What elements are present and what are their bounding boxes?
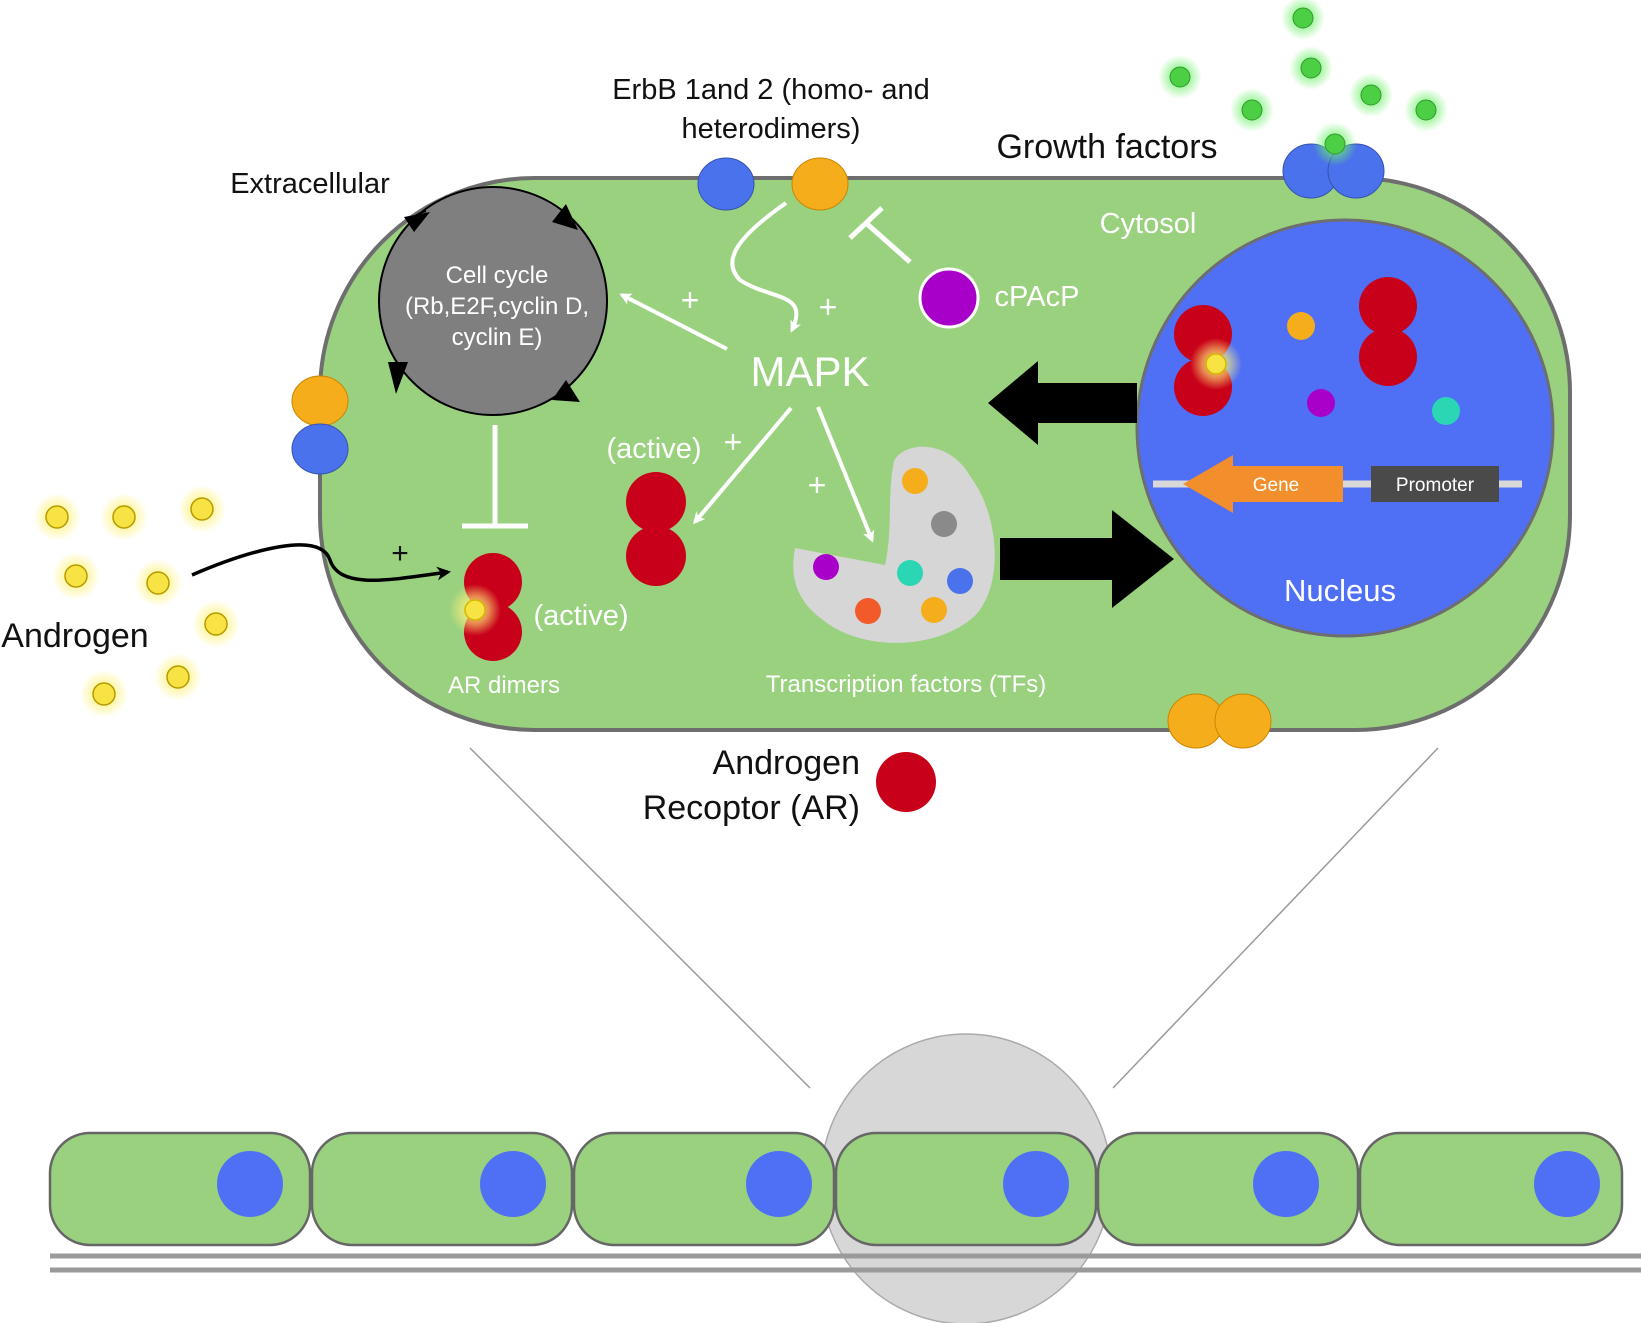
nuclear-ar-dimer-2-bottom — [1359, 328, 1417, 386]
active-ar-dimer-top — [626, 472, 686, 532]
cpacp-label: cPAcP — [995, 281, 1080, 313]
nuclear-ar-dimer-2-top — [1359, 277, 1417, 335]
left-receptor-orange — [291, 375, 349, 427]
bound-androgen — [464, 599, 486, 621]
plus-sign-androgen: + — [391, 537, 409, 570]
plus-sign-cell-cycle: + — [681, 282, 700, 318]
gene-arrow — [1183, 455, 1343, 513]
promoter-label: Promoter — [1396, 475, 1475, 496]
nuclear-particle-purple — [1307, 389, 1335, 417]
active-dimer-label: (active) — [533, 600, 628, 632]
mapk-label: MAPK — [750, 348, 869, 395]
active-ar-dimer-bottom — [626, 526, 686, 586]
nuclear-androgen — [1205, 353, 1227, 375]
ar-dimers-label: AR dimers — [448, 672, 560, 699]
mapk-arrows — [619, 201, 875, 543]
cpacp-molecule — [918, 267, 980, 329]
epithelial-cell-nucleus — [1003, 1151, 1069, 1217]
erbb-label-line1: ErbB 1and 2 (homo- and — [612, 74, 930, 106]
cell-cycle-label-line3: cyclin E) — [452, 324, 543, 351]
growth-factors-label: Growth factors — [996, 128, 1217, 166]
tf-particle-gray — [931, 511, 957, 537]
epithelial-cell — [1096, 1131, 1360, 1247]
cell-cycle-label-line2: (Rb,E2F,cyclin D, — [405, 293, 589, 320]
androgen-label: Androgen — [1, 617, 148, 655]
ar-legend-label-line1: Androgen — [713, 744, 860, 782]
growth-factor-particles — [1158, 0, 1448, 166]
gene-label: Gene — [1253, 475, 1299, 496]
cell-cycle-circle — [378, 186, 608, 416]
tissue-strip — [48, 1033, 1641, 1323]
cell-cycle-label-line1: Cell cycle — [446, 262, 549, 289]
erbb-receptor-blue-top — [697, 157, 755, 211]
active-ar-label: (active) — [606, 433, 701, 465]
androgen-entry-arrow — [191, 543, 451, 582]
extracellular-label: Extracellular — [230, 168, 390, 200]
tf-particle-orange-2 — [921, 597, 947, 623]
erbb-label-line2: heterodimers) — [682, 113, 861, 145]
tf-panel — [793, 446, 995, 643]
mapk-to-cell-cycle-arrow — [619, 293, 728, 351]
zoom-guide-line-left — [469, 747, 811, 1089]
tf-particle-orange-red — [855, 598, 881, 624]
cpacp-inhibits-erbb — [848, 206, 912, 264]
cycle-arrowhead-top-left — [404, 212, 430, 232]
epithelial-cell-nucleus — [217, 1151, 283, 1217]
cycle-arrowhead-bottom-left — [388, 362, 408, 394]
ar-legend-molecule — [876, 752, 936, 812]
bottom-receptor-orange-right — [1214, 693, 1272, 749]
epithelial-cell-nucleus — [1534, 1151, 1600, 1217]
mapk-to-active-ar-arrow — [693, 406, 793, 525]
zoom-guide-line-right — [1112, 747, 1439, 1089]
epithelial-cells — [48, 1131, 1624, 1247]
nucleus-label: Nucleus — [1284, 573, 1396, 608]
tf-particles — [813, 468, 973, 624]
epithelial-cell-nucleus — [1253, 1151, 1319, 1217]
cycle-arrowhead-top-right — [552, 204, 578, 230]
tfs-label: Transcription factors (TFs) — [766, 671, 1047, 698]
nuclear-particle-teal — [1432, 397, 1460, 425]
androgen-particles — [33, 485, 240, 718]
cycle-arrowhead-bottom-right — [552, 380, 580, 402]
nucleus-contents — [1153, 277, 1522, 513]
tf-particle-purple — [813, 554, 839, 580]
erbb-to-mapk-arrow — [730, 201, 802, 333]
cell-cycle-inhibits-ar-dimers — [462, 425, 528, 529]
tf-particle-teal — [897, 560, 923, 586]
ar-legend-label-line2: Recoptor (AR) — [643, 789, 860, 827]
epithelial-cell-nucleus — [480, 1151, 546, 1217]
tf-import-arrow — [1000, 510, 1174, 608]
promoter-box — [1371, 466, 1499, 502]
tf-particle-blue — [947, 568, 973, 594]
nucleus — [1135, 218, 1555, 638]
nucleus-export-arrow — [988, 361, 1137, 445]
left-receptor-blue — [291, 423, 349, 475]
nuclear-particle-orange — [1287, 312, 1315, 340]
mapk-to-tfs-arrow — [816, 406, 875, 543]
cell-cycle-arrows — [388, 204, 580, 402]
plus-sign-erbb-mapk: + — [819, 289, 838, 325]
cytosol-label: Cytosol — [1100, 208, 1197, 240]
erbb-receptor-orange-top — [791, 157, 849, 211]
tf-particle-orange — [902, 468, 928, 494]
epithelial-cell-nucleus — [746, 1151, 812, 1217]
plus-sign-active-ar: + — [724, 424, 743, 460]
plus-sign-tfs: + — [808, 467, 827, 503]
